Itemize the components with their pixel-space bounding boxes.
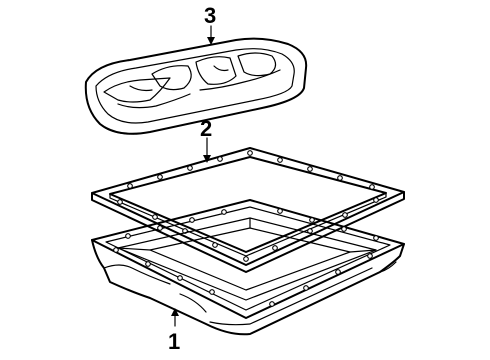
pan-part — [91, 199, 405, 336]
filter-part — [84, 37, 308, 135]
leader-3 — [207, 25, 215, 45]
gasket-part — [91, 147, 405, 273]
callout-2: 2 — [200, 116, 212, 141]
leader-2 — [203, 137, 211, 163]
leader-1 — [171, 308, 179, 327]
callout-3: 3 — [204, 3, 216, 28]
callout-1: 1 — [168, 329, 180, 354]
